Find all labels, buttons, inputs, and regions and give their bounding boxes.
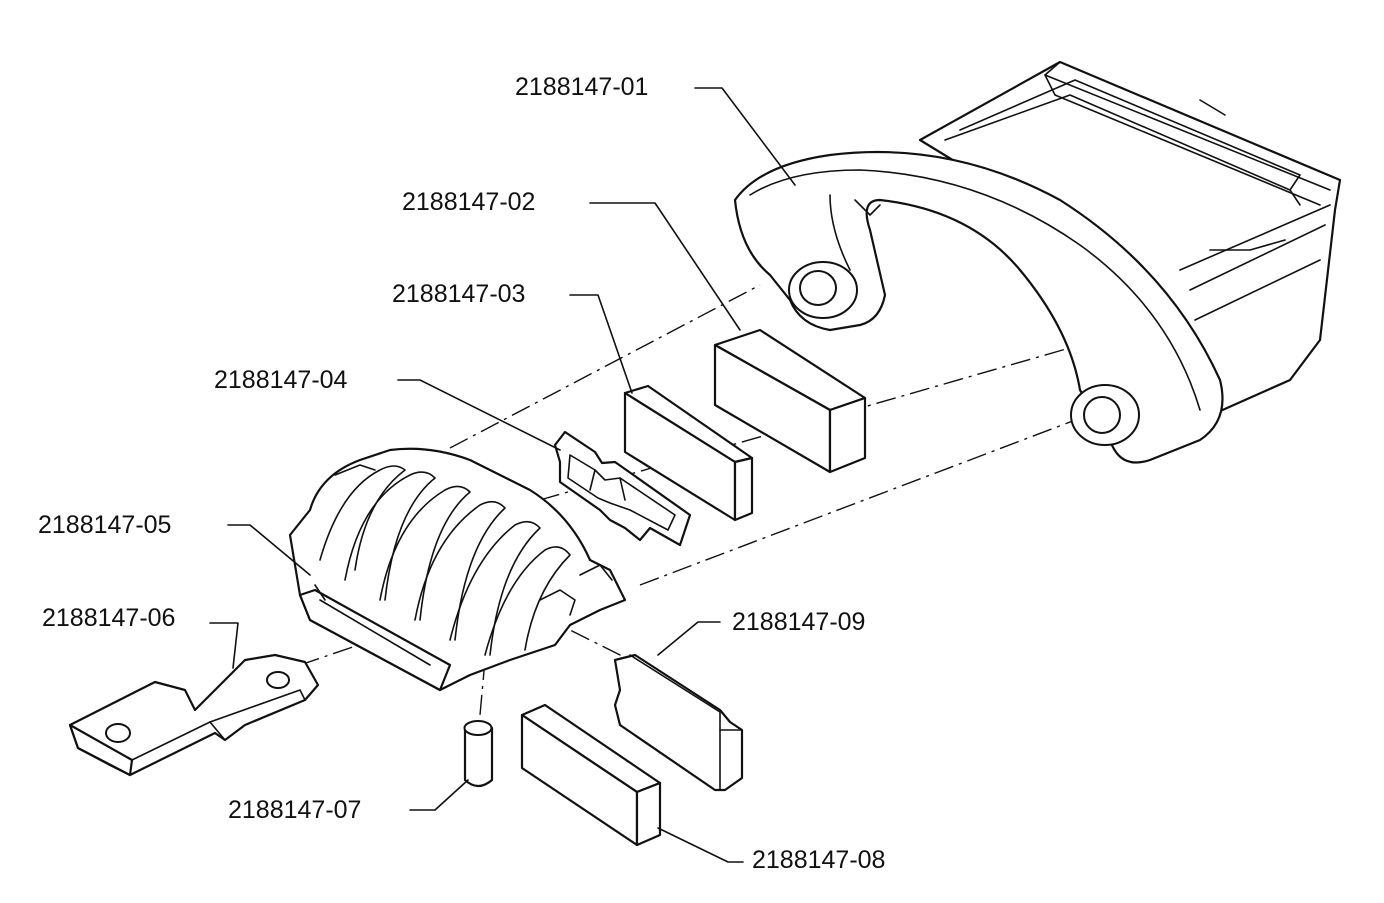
leader-lines xyxy=(209,87,796,863)
tab-part-06 xyxy=(68,653,320,777)
label-part-02: 2188147-02 xyxy=(402,188,535,216)
label-part-09: 2188147-09 xyxy=(732,608,865,636)
block-part-02 xyxy=(713,328,867,474)
label-part-06: 2188147-06 xyxy=(42,604,175,632)
label-part-08: 2188147-08 xyxy=(752,846,885,874)
plate-part-03 xyxy=(623,384,754,522)
block-part-08 xyxy=(520,703,662,847)
housing-part-01 xyxy=(733,60,1342,464)
label-part-05: 2188147-05 xyxy=(38,511,171,539)
label-part-04: 2188147-04 xyxy=(214,366,348,394)
gasket-part-04 xyxy=(553,430,692,547)
cage-part-05 xyxy=(288,447,627,692)
label-part-01: 2188147-01 xyxy=(515,73,648,101)
label-part-07: 2188147-07 xyxy=(228,796,361,824)
pin-part-07 xyxy=(463,720,494,788)
plate-part-09 xyxy=(613,653,744,792)
label-part-03: 2188147-03 xyxy=(392,280,525,308)
part-labels: 2188147-01 2188147-02 2188147-03 2188147… xyxy=(38,73,885,874)
